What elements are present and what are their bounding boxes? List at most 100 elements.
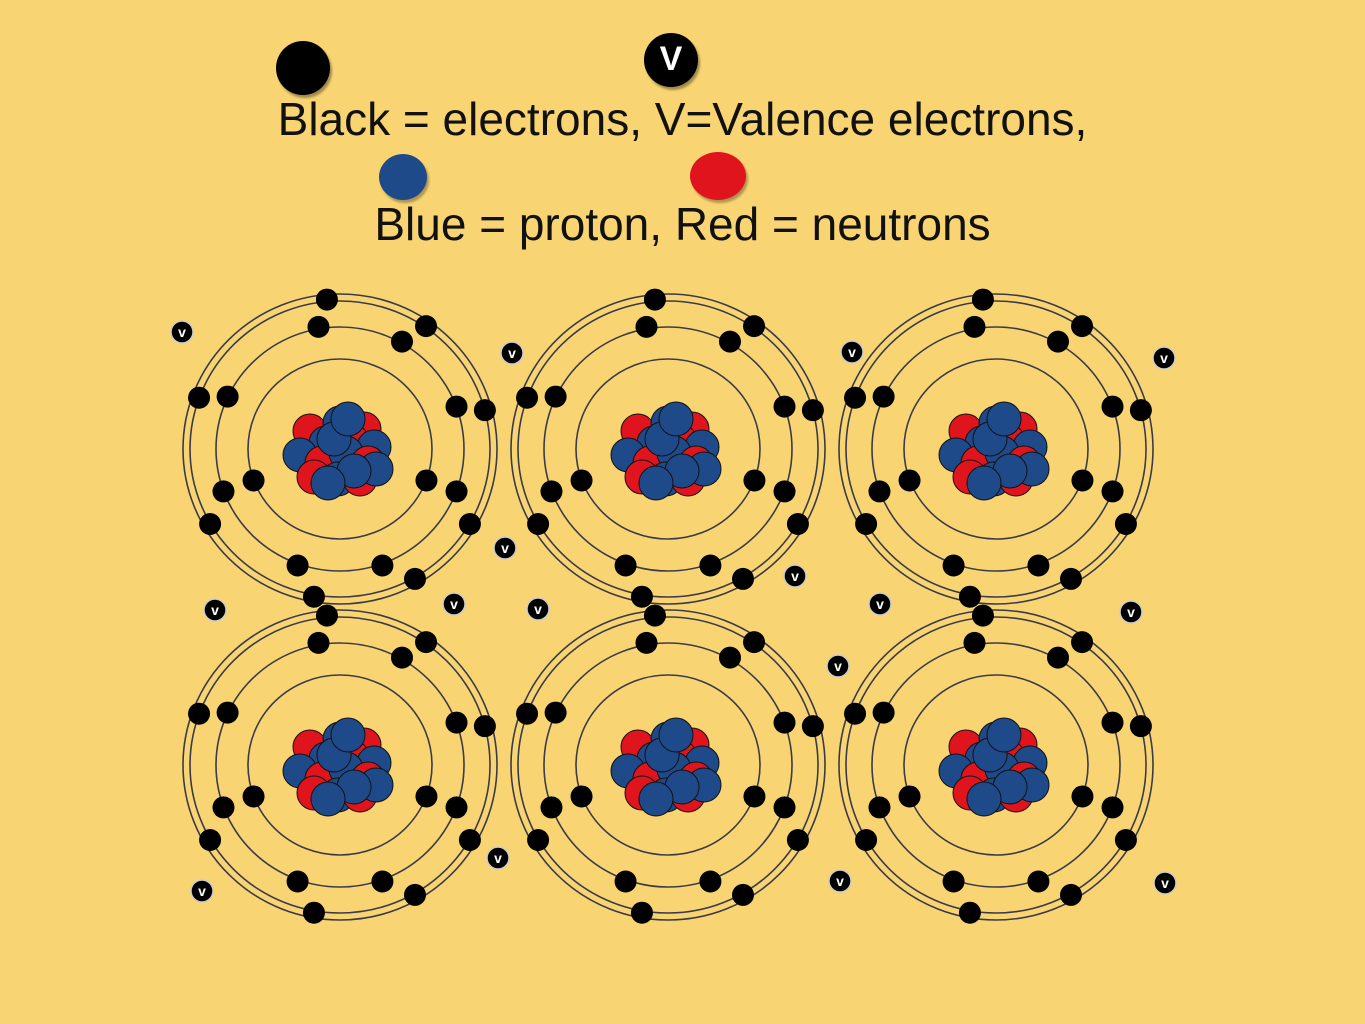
orbit-ring	[215, 642, 465, 888]
electron	[898, 469, 921, 492]
electron	[286, 870, 309, 893]
orbit-ring	[189, 616, 491, 914]
valence-electron-dot	[190, 879, 214, 903]
valence-electron-icon: v	[783, 564, 807, 588]
electron	[1071, 631, 1094, 654]
valence-electron-icon: v	[1119, 600, 1143, 624]
proton	[966, 465, 1002, 501]
electron	[391, 330, 413, 353]
valence-electron-dot	[826, 654, 850, 678]
atom-2-2	[510, 604, 826, 924]
proton	[638, 781, 674, 817]
electron	[1114, 513, 1137, 535]
electron	[958, 901, 981, 924]
electron	[773, 480, 796, 503]
electron	[216, 701, 239, 724]
proton	[986, 401, 1022, 437]
orbit-ring	[845, 300, 1147, 598]
valence-electron-icon: v	[170, 320, 194, 344]
orbit-ring	[575, 358, 761, 540]
valence-electron-label: v	[211, 602, 219, 618]
orbit-ring	[871, 326, 1121, 572]
legend-line-electrons: Black = electrons, V=Valence electrons,	[277, 93, 1088, 145]
orbit-ring	[189, 300, 491, 598]
atom-1-1	[182, 288, 498, 608]
proton	[310, 781, 346, 817]
orbit-ring	[510, 609, 826, 921]
electron	[188, 702, 211, 725]
electron	[1101, 480, 1124, 503]
orbit-ring	[838, 609, 1154, 921]
electron	[302, 901, 325, 924]
electron	[1071, 785, 1094, 808]
legend-line-nucleons: Blue = proton, Red = neutrons	[374, 198, 991, 250]
valence-electron-dot	[170, 320, 194, 344]
electron	[445, 395, 468, 418]
electron	[1101, 395, 1124, 418]
electron	[473, 399, 496, 422]
electron	[415, 315, 438, 338]
electron	[1129, 399, 1152, 422]
electron	[242, 469, 265, 492]
electron	[315, 604, 338, 627]
proton	[658, 401, 694, 437]
electron	[844, 386, 867, 409]
electron	[743, 469, 766, 492]
proton	[986, 717, 1022, 753]
electron	[445, 796, 468, 819]
valence-electron-icon: v	[1152, 346, 1176, 370]
valence-electron-label: v	[834, 658, 842, 674]
orbit-ring	[543, 326, 793, 572]
orbit-ring	[845, 616, 1147, 914]
electron	[958, 585, 981, 608]
electron	[872, 701, 895, 724]
atom-1-3	[838, 288, 1154, 608]
valence-electron-icon: v	[826, 654, 850, 678]
electron	[315, 288, 338, 311]
valence-electron-dot	[203, 598, 227, 622]
valence-electron-icon: v	[190, 879, 214, 903]
electron	[801, 399, 824, 422]
electron	[544, 701, 567, 724]
electron	[773, 711, 796, 734]
electron	[527, 513, 550, 535]
valence-electron-icon: v	[526, 597, 550, 621]
valence-electron-icon: v	[840, 340, 864, 364]
electron	[216, 385, 239, 408]
electron	[643, 604, 666, 627]
electron	[743, 631, 766, 654]
electron	[445, 480, 468, 503]
orbit-ring	[871, 642, 1121, 888]
orbit-ring	[517, 300, 819, 598]
valence-electron-icon: v	[486, 846, 510, 870]
valence-electron-icon: v	[868, 592, 892, 616]
valence-electron-icon: v	[1153, 871, 1177, 895]
proton	[638, 465, 674, 501]
electron	[516, 386, 539, 409]
electron	[212, 796, 235, 819]
valence-electron-label: v	[198, 883, 206, 899]
electron	[872, 385, 895, 408]
electron	[391, 646, 413, 669]
electron	[458, 829, 481, 851]
electron	[630, 585, 653, 608]
valence-electron-icon: v	[442, 592, 466, 616]
electron	[458, 513, 481, 535]
electron	[971, 288, 994, 311]
electron	[614, 554, 637, 577]
proton	[966, 781, 1002, 817]
proton	[330, 717, 366, 753]
electron	[540, 480, 563, 503]
orbit-ring	[575, 674, 761, 856]
electron	[699, 870, 722, 893]
electron	[371, 870, 394, 893]
orbit-ring	[247, 358, 433, 540]
electron	[1047, 330, 1069, 353]
electron	[942, 554, 965, 577]
orbit-ring	[247, 674, 433, 856]
valence-electron-dot	[1119, 600, 1143, 624]
proton	[658, 717, 694, 753]
electron	[855, 513, 878, 535]
electron	[614, 870, 637, 893]
